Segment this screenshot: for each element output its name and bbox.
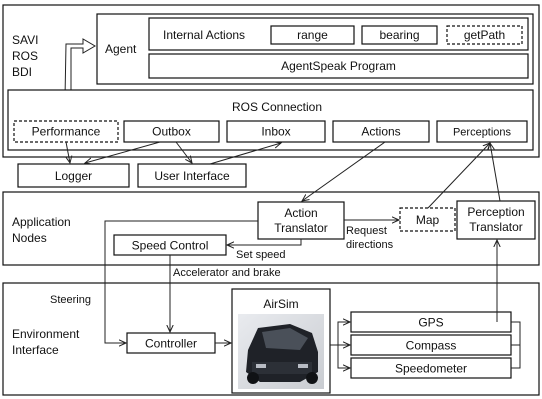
controller-label: Controller [145, 337, 197, 351]
map-to-perceptions-arrow [427, 143, 490, 209]
agentspeak-program-box [148, 53, 529, 79]
bearing-label: bearing [379, 28, 419, 42]
speedometer-label: Speedometer [395, 362, 467, 376]
perception-translator-label-1: Perception [467, 205, 524, 219]
speed-control-label: Speed Control [132, 239, 209, 253]
layer-label-savi: SAVI [12, 33, 38, 47]
airsim-car-image [238, 314, 324, 389]
action-translator-to-speed-control-arrow [227, 239, 302, 245]
airsim-to-speedometer-arrow [337, 345, 350, 368]
outbox-to-ui-arrow [175, 141, 192, 163]
perceptions-label: Perceptions [453, 127, 512, 139]
set-speed-label: Set speed [236, 249, 286, 261]
performance-label: Performance [32, 125, 101, 139]
inbox-label: Inbox [261, 125, 290, 139]
application-nodes-layer [2, 191, 540, 266]
actions-to-action-translator-arrow [302, 141, 386, 201]
range-label: range [297, 28, 328, 42]
performance-to-logger-arrow [66, 141, 70, 163]
logger-box [17, 163, 130, 188]
layer-label-application: Application [12, 215, 71, 229]
gps-label: GPS [418, 316, 443, 330]
agentspeak-program-label: AgentSpeak Program [281, 59, 396, 73]
action-translator-label-1: Action [284, 206, 317, 220]
request-directions-label-1: Request [346, 225, 387, 237]
logger-label: Logger [55, 169, 92, 183]
steering-arrow [104, 220, 258, 343]
layer-label-ros: ROS [12, 49, 38, 63]
steering-label: Steering [50, 294, 91, 306]
outbox-label: Outbox [152, 125, 191, 139]
layer-label-bdi: BDI [12, 65, 32, 79]
layer-label-environment: Environment [12, 327, 80, 341]
perception-translator-box [456, 200, 536, 240]
request-directions-label-2: directions [346, 239, 394, 251]
getpath-label: getPath [464, 28, 505, 42]
airsim-to-gps-arrow [330, 322, 350, 346]
perceptions-box [436, 120, 528, 143]
actions-label: Actions [361, 125, 400, 139]
map-label: Map [416, 213, 440, 227]
layer-label-nodes: Nodes [12, 231, 47, 245]
environment-interface-layer [2, 282, 540, 396]
outbox-box [123, 120, 220, 143]
agent-label: Agent [105, 42, 137, 56]
getpath-box [446, 25, 523, 45]
compass-label: Compass [406, 339, 457, 353]
user-interface-box [137, 163, 247, 188]
bearing-box [361, 25, 438, 45]
user-interface-label: User Interface [154, 169, 230, 183]
actions-box [332, 120, 430, 143]
layer-label-interface: Interface [12, 343, 59, 357]
perception-translator-label-2: Translator [469, 220, 523, 234]
action-translator-label-2: Translator [274, 221, 328, 235]
accelerator-brake-label: Accelerator and brake [173, 267, 281, 279]
range-box [270, 25, 355, 45]
outbox-to-logger-arrow [85, 141, 161, 163]
airsim-label: AirSim [263, 297, 298, 311]
internal-actions-label: Internal Actions [163, 28, 245, 42]
ui-to-inbox-arrow [209, 143, 281, 165]
map-box [399, 207, 456, 232]
ros-connection-title: ROS Connection [232, 100, 322, 114]
perception-translator-to-perceptions-arrow [490, 143, 501, 202]
savi-ros-bdi-layer [2, 4, 540, 158]
